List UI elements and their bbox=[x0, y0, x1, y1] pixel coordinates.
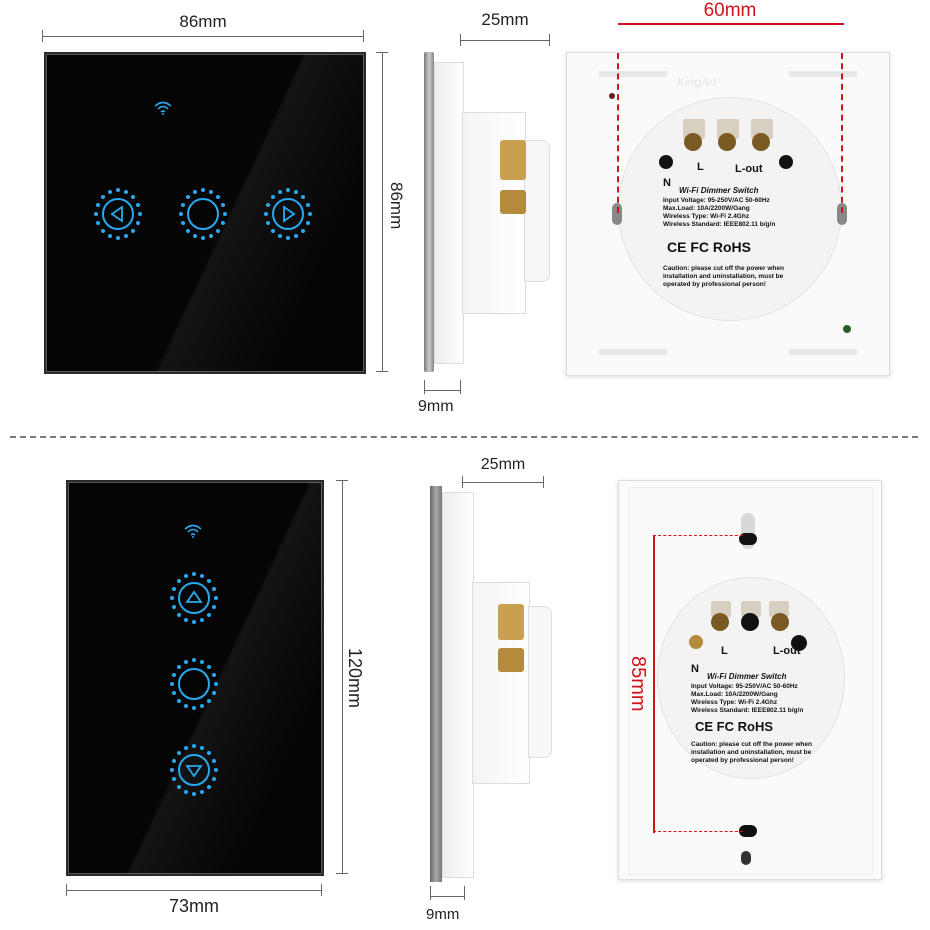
dim-bottom-front-height: 120mm bbox=[330, 480, 365, 874]
dim-top-back-spacing: 60mm bbox=[614, 0, 846, 40]
dim-bottom-side-depth: 25mm bbox=[462, 456, 544, 490]
front-panel-square bbox=[44, 52, 366, 374]
spec-line: Wireless Type: Wi-Fi 2.4Ghz bbox=[691, 699, 778, 706]
dim-label: 25mm bbox=[480, 456, 526, 473]
dim-top-side-thickness: 9mm bbox=[418, 380, 464, 420]
spec-line: Input Voltage: 95-250V/AC 50-60Hz bbox=[691, 683, 798, 690]
dim-label: 86mm bbox=[179, 12, 227, 31]
dim-label: 9mm bbox=[418, 398, 454, 415]
dim-label: 9mm bbox=[426, 906, 460, 923]
dim-label: 25mm bbox=[481, 10, 529, 29]
dim-top-front-height: 86mm bbox=[376, 52, 406, 372]
terminal-lout: L-out bbox=[773, 645, 801, 657]
terminal-n: N bbox=[691, 663, 699, 675]
terminal-l: L bbox=[721, 645, 728, 657]
section-divider bbox=[10, 436, 918, 438]
cert-logos: CE FC RoHS bbox=[667, 239, 751, 255]
brand-embossed: KingArt bbox=[677, 75, 717, 89]
spec-line: Max.Load: 10A/2200W/Gang bbox=[663, 205, 750, 212]
back-view-square: KingArt L L-out N Wi-Fi Dimmer Switch In… bbox=[566, 52, 890, 376]
side-view-tall bbox=[426, 486, 556, 882]
wifi-icon bbox=[154, 101, 172, 120]
side-view-square bbox=[420, 52, 550, 372]
dim-label: 60mm bbox=[703, 0, 757, 21]
dim-up-button[interactable] bbox=[262, 188, 314, 240]
front-panel-tall bbox=[66, 480, 324, 876]
spec-line: Wireless Standard: IEEE802.11 b/g/n bbox=[663, 221, 776, 228]
label-title: Wi-Fi Dimmer Switch bbox=[679, 186, 759, 195]
spec-line: Wireless Standard: IEEE802.11 b/g/n bbox=[691, 707, 804, 714]
dim-bottom-front-width: 73mm bbox=[66, 880, 322, 920]
terminal-lout: L-out bbox=[735, 163, 763, 175]
spec-line: Input Voltage: 95-250V/AC 50-60Hz bbox=[663, 197, 770, 204]
dim-down-button[interactable] bbox=[168, 744, 220, 796]
caution-text: Caution: please cut off the power when i… bbox=[663, 265, 784, 288]
back-view-tall: L L-out N Wi-Fi Dimmer Switch Input Volt… bbox=[618, 480, 882, 880]
dim-top-front-width: 86mm bbox=[42, 10, 364, 42]
dim-bottom-back-spacing: 85mm bbox=[627, 656, 649, 712]
power-button[interactable] bbox=[177, 188, 229, 240]
power-button[interactable] bbox=[168, 658, 220, 710]
dim-down-button[interactable] bbox=[92, 188, 144, 240]
dim-label: 73mm bbox=[168, 896, 219, 916]
dim-bottom-side-thickness: 9mm bbox=[426, 886, 470, 926]
wifi-icon bbox=[184, 524, 202, 543]
terminal-l: L bbox=[697, 161, 704, 173]
cert-logos: CE FC RoHS bbox=[695, 719, 773, 734]
label-title: Wi-Fi Dimmer Switch bbox=[707, 672, 787, 681]
spec-line: Wireless Type: Wi-Fi 2.4Ghz bbox=[663, 213, 750, 220]
terminal-n: N bbox=[663, 177, 671, 189]
dim-label: 120mm bbox=[345, 648, 365, 709]
dim-top-side-depth: 25mm bbox=[460, 10, 550, 46]
dim-label: 86mm bbox=[387, 182, 406, 230]
dim-up-button[interactable] bbox=[168, 572, 220, 624]
caution-text: Caution: please cut off the power when i… bbox=[691, 741, 812, 764]
spec-line: Max.Load: 10A/2200W/Gang bbox=[691, 691, 778, 698]
